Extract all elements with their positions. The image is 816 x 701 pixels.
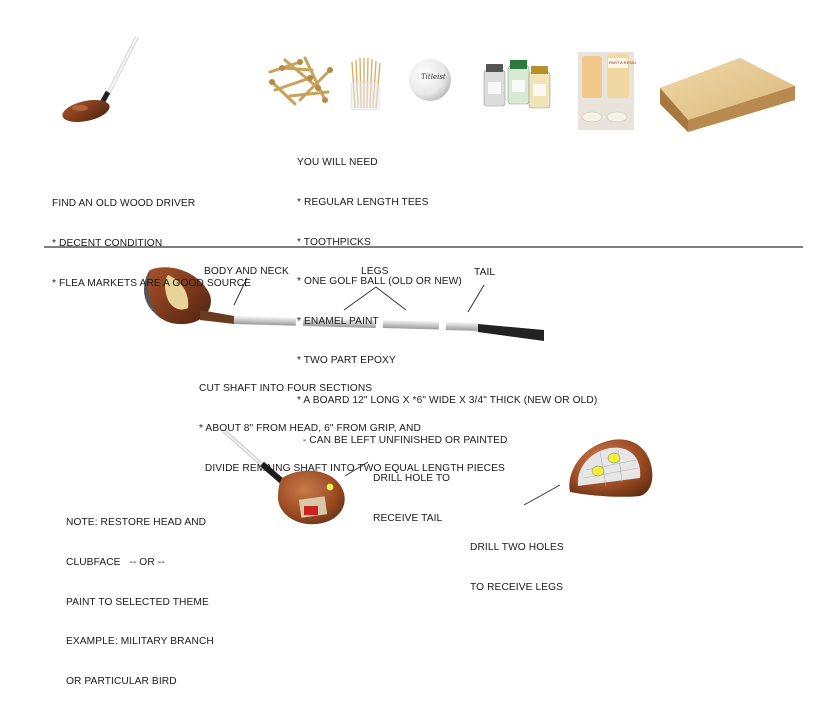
golf-ball-image: Titleist [409, 59, 451, 101]
materials-item: * ENAMEL PAINT [297, 315, 597, 328]
label-legs: LEGS [361, 265, 389, 278]
cut-instructions: CUT SHAFT INTO FOUR SECTIONS * ABOUT 8" … [199, 356, 505, 488]
intro-line: * DECENT CONDITION [52, 237, 251, 250]
intro-line: * FLEA MARKETS ARE A GOOD SOURCE [52, 277, 251, 290]
materials-item: * TOOTHPICKS [297, 236, 597, 249]
drill-tail-line: RECEIVE TAIL [373, 512, 450, 525]
drill-legs-caption: DRILL TWO HOLES TO RECEIVE LEGS [470, 515, 564, 607]
enamel-paint-image [484, 60, 550, 108]
intro-line: FIND AN OLD WOOD DRIVER [52, 197, 251, 210]
cut-line: * ABOUT 8" FROM HEAD, 6" FROM GRIP, AND [199, 422, 505, 435]
wood-driver-image [60, 37, 137, 126]
label-body-and-neck: BODY AND NECK [204, 265, 289, 278]
drill-tail-caption: DRILL HOLE TO RECEIVE TAIL [373, 446, 450, 538]
cut-line: CUT SHAFT INTO FOUR SECTIONS [199, 382, 505, 395]
note-line: EXAMPLE: MILITARY BRANCH [66, 635, 214, 648]
materials-item: * REGULAR LENGTH TEES [297, 196, 597, 209]
note-line: NOTE: RESTORE HEAD AND [66, 516, 214, 529]
ball-brand-text: Titleist [421, 73, 446, 81]
toothpicks-image [351, 58, 380, 110]
note-line: CLUBFACE -- OR -- [66, 556, 214, 569]
cut-line: DIVIDE REMAING SHAFT INTO TWO EQUAL LENG… [199, 462, 505, 475]
tees-image [269, 58, 333, 104]
wood-board-image [660, 58, 795, 132]
drill-tail-line: DRILL HOLE TO [373, 472, 450, 485]
label-tail: TAIL [474, 266, 495, 279]
drill-legs-line: DRILL TWO HOLES [470, 541, 564, 554]
restore-note: NOTE: RESTORE HEAD AND CLUBFACE -- OR --… [66, 490, 214, 701]
materials-item: * ONE GOLF BALL (OLD OR NEW) [297, 275, 597, 288]
note-line: OR PARTICULAR BIRD [66, 675, 214, 688]
epoxy-label-text: PART A RESIN [609, 60, 636, 65]
note-line: PAINT TO SELECTED THEME [66, 596, 214, 609]
epoxy-image: PART A RESIN [578, 52, 636, 130]
materials-heading: YOU WILL NEED [297, 156, 597, 169]
intro-text: FIND AN OLD WOOD DRIVER * DECENT CONDITI… [52, 171, 251, 303]
